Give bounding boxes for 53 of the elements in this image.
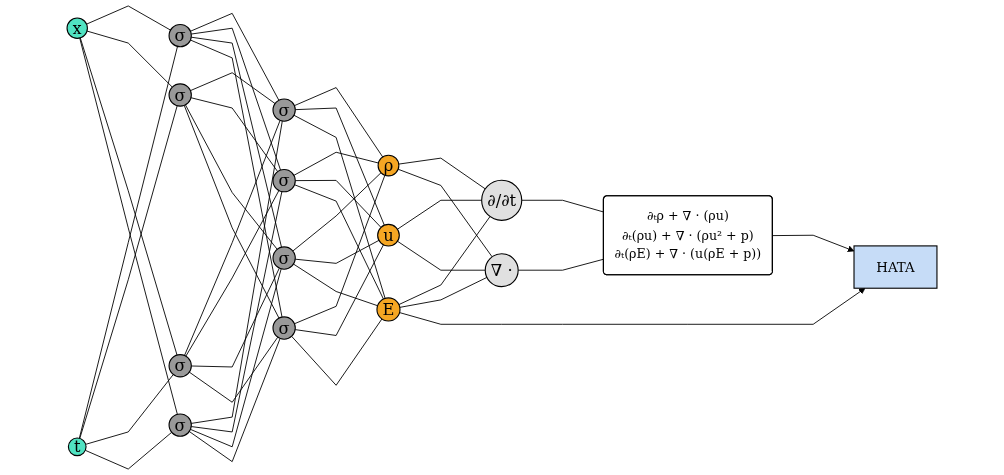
node-circle: ρ (377, 154, 400, 177)
node-circle: σ (168, 354, 192, 378)
node-circle: ∇ · (484, 253, 519, 288)
connector (190, 120, 283, 424)
node-circle: σ (168, 83, 192, 107)
connector (190, 27, 281, 171)
node-circle: u (377, 223, 400, 247)
node-circle: σ (272, 246, 296, 270)
connector (293, 114, 386, 299)
connector (190, 39, 283, 318)
connector (184, 120, 281, 356)
connector (291, 318, 383, 386)
node-circle: σ (272, 316, 296, 340)
connector (398, 216, 491, 305)
connector (190, 191, 283, 433)
connector (294, 184, 384, 300)
connector (398, 157, 486, 190)
connector (397, 240, 486, 271)
node-circle: σ (168, 413, 192, 437)
connector (190, 12, 280, 101)
connector (86, 30, 173, 88)
connector (185, 190, 280, 357)
node-circle: t (67, 437, 87, 457)
connector (190, 97, 279, 173)
connector (84, 431, 173, 470)
connector (190, 268, 282, 448)
connector (293, 87, 384, 158)
connector (185, 104, 278, 250)
connector (79, 105, 178, 439)
node-circle: σ (272, 168, 296, 193)
connector (86, 5, 171, 31)
node-circle: σ (168, 23, 192, 48)
connector (79, 37, 178, 356)
connector (294, 239, 380, 264)
connector (183, 104, 280, 319)
connector (293, 263, 378, 307)
connector (294, 244, 384, 336)
connector (294, 107, 385, 226)
connector (397, 168, 493, 258)
connector (85, 374, 174, 445)
connector (190, 36, 282, 248)
connector (188, 338, 281, 463)
connector (399, 276, 488, 308)
connector (190, 72, 276, 105)
node-circle: x (66, 17, 88, 39)
node-box: HATA (853, 245, 938, 289)
connector (292, 172, 382, 252)
node-circle: σ (272, 98, 296, 122)
connector (293, 151, 379, 176)
node-circle: ∂/∂t (481, 179, 523, 221)
connector (294, 174, 386, 325)
connector (188, 336, 279, 403)
node-circle: E (376, 297, 401, 322)
